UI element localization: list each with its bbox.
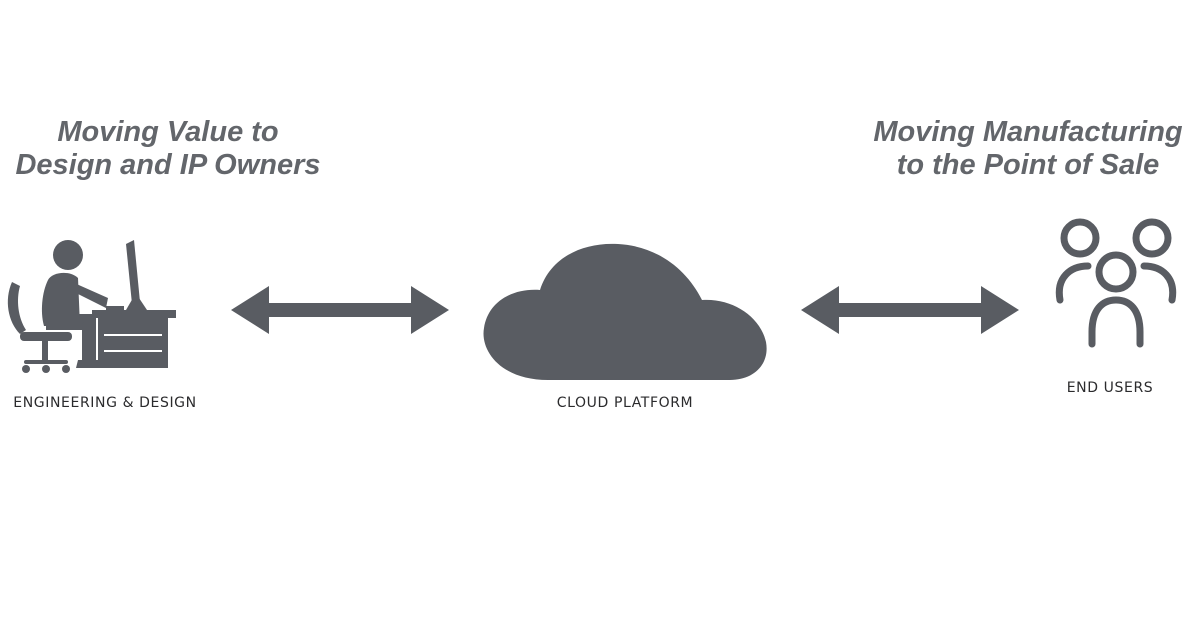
cloud-platform-label: CLOUD PLATFORM (556, 395, 694, 411)
heading-right-line-1: Moving Manufacturing (873, 116, 1183, 148)
heading-point-of-sale: Moving Manufacturing to the Point of Sal… (856, 116, 1200, 182)
double-arrow-icon (801, 286, 1019, 334)
heading-right-line-2: to the Point of Sale (896, 149, 1160, 181)
user-group-icon (1055, 218, 1177, 348)
heading-left-line-2: Design and IP Owners (15, 149, 321, 181)
engineer-at-desk-icon (7, 240, 176, 373)
heading-left-line-1: Moving Value to (57, 116, 279, 148)
cloud-icon (483, 243, 767, 380)
engineering-design-label: ENGINEERING & DESIGN (13, 395, 197, 411)
end-users-label: END USERS (1066, 380, 1154, 396)
heading-design-ip-owners: Moving Value to Design and IP Owners (0, 116, 336, 182)
double-arrow-icon (231, 286, 449, 334)
